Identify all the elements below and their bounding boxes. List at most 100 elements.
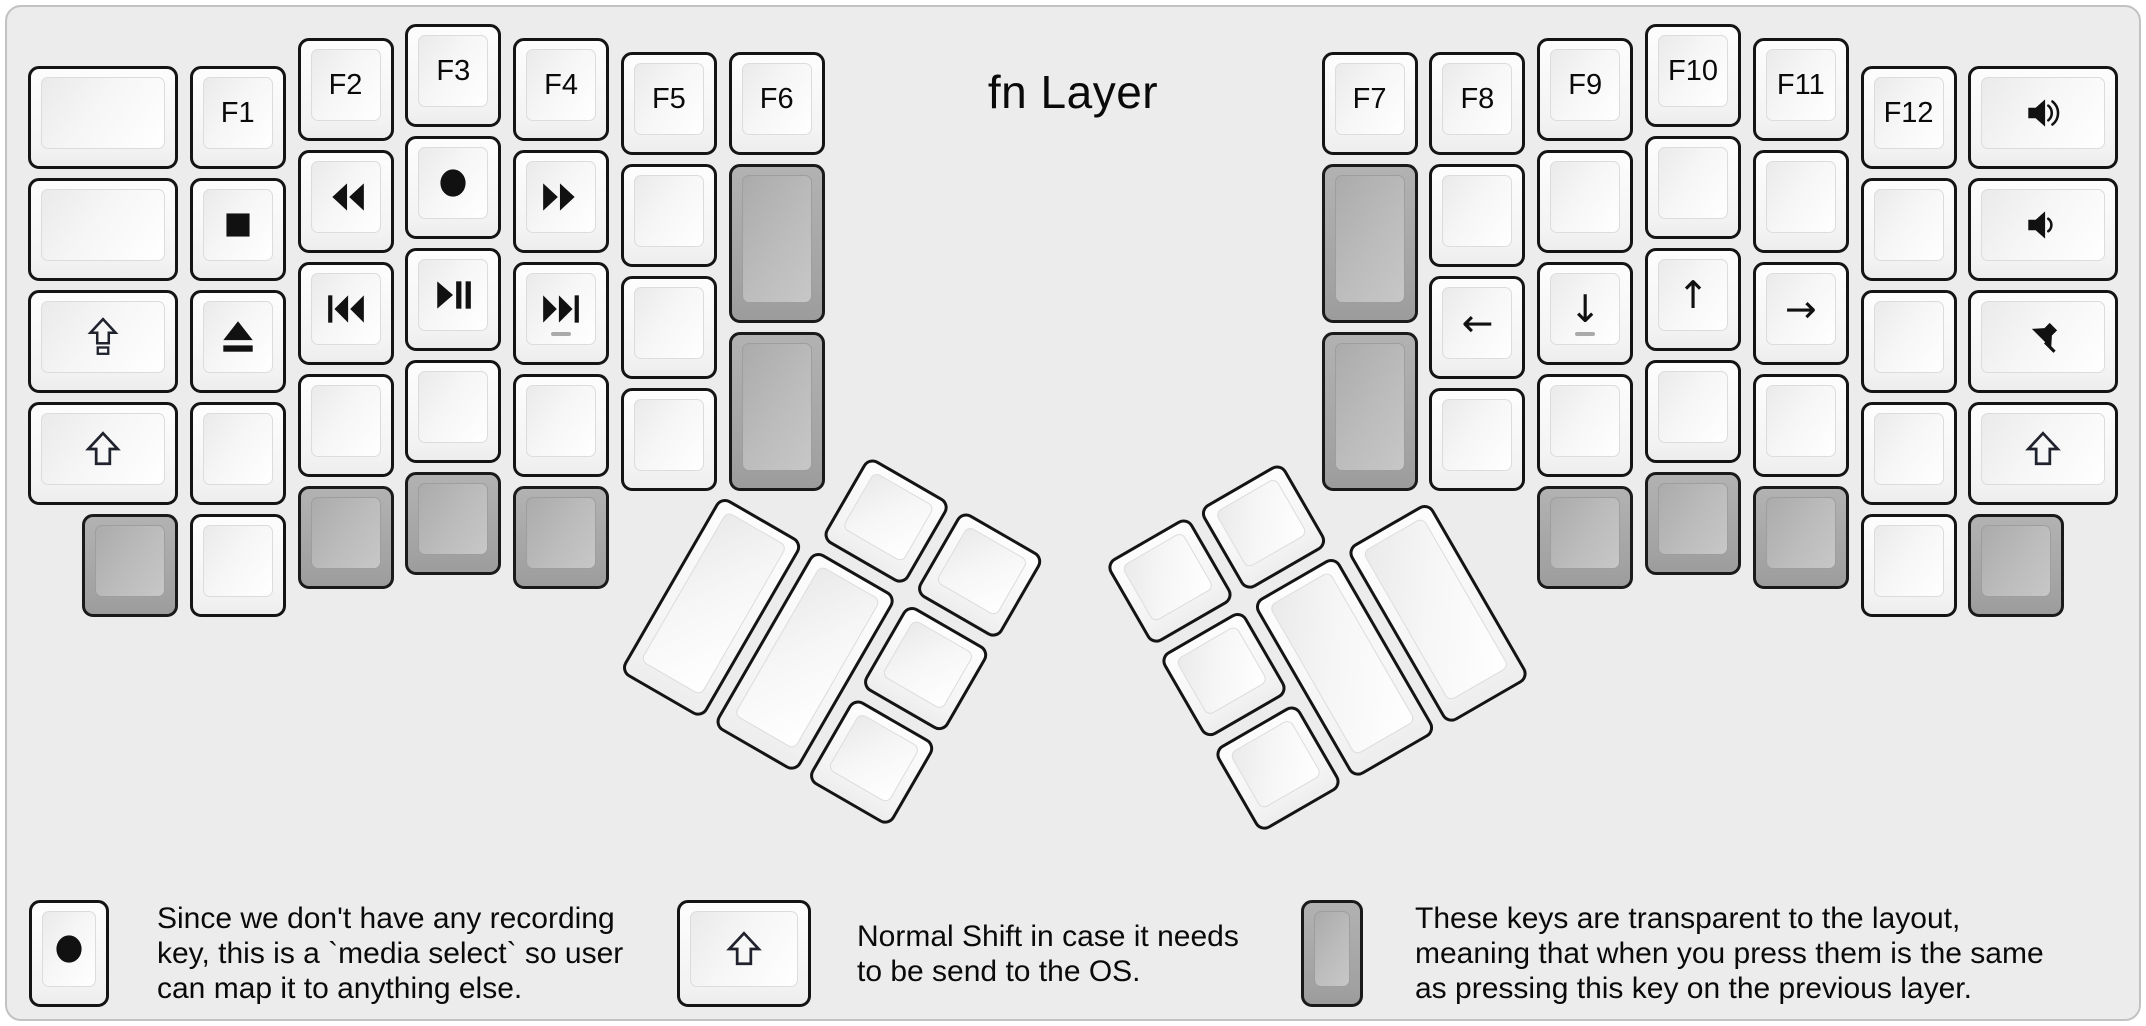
keycap <box>1873 525 1944 597</box>
keycap <box>741 343 812 471</box>
key-blank[interactable] <box>620 276 717 379</box>
key-blank[interactable] <box>1429 388 1526 491</box>
key-previous-track[interactable] <box>297 262 394 365</box>
key-transparent[interactable] <box>1321 332 1418 491</box>
key-blank[interactable] <box>1645 136 1741 239</box>
key-transparent[interactable] <box>1645 472 1741 575</box>
key-rewind[interactable] <box>297 150 394 253</box>
keycap <box>41 189 165 261</box>
keycap <box>1229 718 1323 810</box>
keycap <box>202 413 273 485</box>
key-f9[interactable]: F9 <box>1537 38 1634 141</box>
keycap <box>202 525 273 597</box>
key-f4[interactable]: F4 <box>513 38 610 141</box>
key-blank[interactable] <box>28 178 178 281</box>
keycap: F2 <box>310 49 381 121</box>
key-fast-forward[interactable] <box>513 150 610 253</box>
key-transparent[interactable] <box>297 486 394 589</box>
key-f6[interactable]: F6 <box>728 52 825 155</box>
key-mute[interactable] <box>1968 290 2119 393</box>
keycap <box>1873 413 1944 485</box>
keycap <box>1314 911 1350 987</box>
keycap <box>827 712 921 804</box>
capslock-icon <box>82 316 124 358</box>
keycap <box>1658 147 1728 219</box>
key-arrow-down[interactable]: ↓ <box>1537 262 1634 365</box>
key-blank[interactable] <box>1860 290 1957 393</box>
key-arrow-right[interactable]: → <box>1752 262 1849 365</box>
keycap: F1 <box>202 77 273 149</box>
key-f10[interactable]: F10 <box>1645 24 1741 127</box>
keycap <box>1981 413 2106 485</box>
key-shift[interactable] <box>28 402 178 505</box>
key-label: F2 <box>328 68 363 101</box>
keycap <box>1442 399 1513 471</box>
keycap <box>1121 531 1215 623</box>
keycap: F9 <box>1550 49 1621 121</box>
stop-icon <box>217 204 259 246</box>
key-next-track[interactable] <box>513 262 610 365</box>
key-label: F11 <box>1776 68 1825 101</box>
key-transparent[interactable] <box>1321 164 1418 323</box>
key-blank[interactable] <box>1537 374 1634 477</box>
key-f12[interactable]: F12 <box>1860 66 1957 169</box>
key-blank[interactable] <box>1860 514 1957 617</box>
key-arrow-up[interactable]: ↑ <box>1645 248 1741 351</box>
key-blank[interactable] <box>1860 402 1957 505</box>
key-transparent[interactable] <box>81 514 178 617</box>
prev-icon <box>325 288 367 330</box>
key-volume-down[interactable] <box>1968 178 2119 281</box>
key-blank[interactable] <box>405 360 502 463</box>
key-f3[interactable]: F3 <box>405 24 502 127</box>
keycap: F8 <box>1442 63 1513 135</box>
key-transparent[interactable] <box>1968 514 2065 617</box>
key-blank[interactable] <box>28 66 178 169</box>
key-eject[interactable] <box>189 290 286 393</box>
key-media-stop[interactable] <box>189 178 286 281</box>
key-volume-up[interactable] <box>1968 66 2119 169</box>
key-transparent[interactable] <box>405 472 502 575</box>
key-transparent[interactable] <box>1537 486 1634 589</box>
keycap <box>41 413 165 485</box>
key-blank[interactable] <box>189 402 286 505</box>
key-transparent[interactable] <box>728 164 825 323</box>
key-label: F5 <box>651 82 686 115</box>
key-play-pause[interactable] <box>405 248 502 351</box>
key-blank[interactable] <box>1645 360 1741 463</box>
key-caps-lock[interactable] <box>28 290 178 393</box>
key-blank[interactable] <box>620 388 717 491</box>
key-blank[interactable] <box>1429 164 1526 267</box>
key-f7[interactable]: F7 <box>1321 52 1418 155</box>
key-blank[interactable] <box>1860 178 1957 281</box>
key-transparent[interactable] <box>513 486 610 589</box>
keycap <box>1981 525 2052 597</box>
key-f11[interactable]: F11 <box>1752 38 1849 141</box>
key-legend-sample <box>29 900 109 1007</box>
keycap <box>1873 301 1944 373</box>
key-blank[interactable] <box>297 374 394 477</box>
key-blank[interactable] <box>189 514 286 617</box>
keycap <box>1765 385 1836 457</box>
key-f2[interactable]: F2 <box>297 38 394 141</box>
key-shift[interactable] <box>1968 402 2119 505</box>
key-blank[interactable] <box>1752 374 1849 477</box>
keycap <box>1873 189 1944 261</box>
key-blank[interactable] <box>513 374 610 477</box>
key-transparent[interactable] <box>728 332 825 491</box>
keycap <box>526 497 597 569</box>
key-blank[interactable] <box>620 164 717 267</box>
key-arrow-left[interactable]: ← <box>1429 276 1526 379</box>
keycap <box>202 189 273 261</box>
key-blank[interactable] <box>1752 150 1849 253</box>
key-media-select-record[interactable] <box>405 136 502 239</box>
key-f1[interactable]: F1 <box>189 66 286 169</box>
keycap <box>42 911 96 987</box>
key-f8[interactable]: F8 <box>1429 52 1526 155</box>
key-transparent[interactable] <box>1752 486 1849 589</box>
key-f5[interactable]: F5 <box>620 52 717 155</box>
keycap <box>633 287 704 359</box>
keycap <box>1765 161 1836 233</box>
key-blank[interactable] <box>1537 150 1634 253</box>
